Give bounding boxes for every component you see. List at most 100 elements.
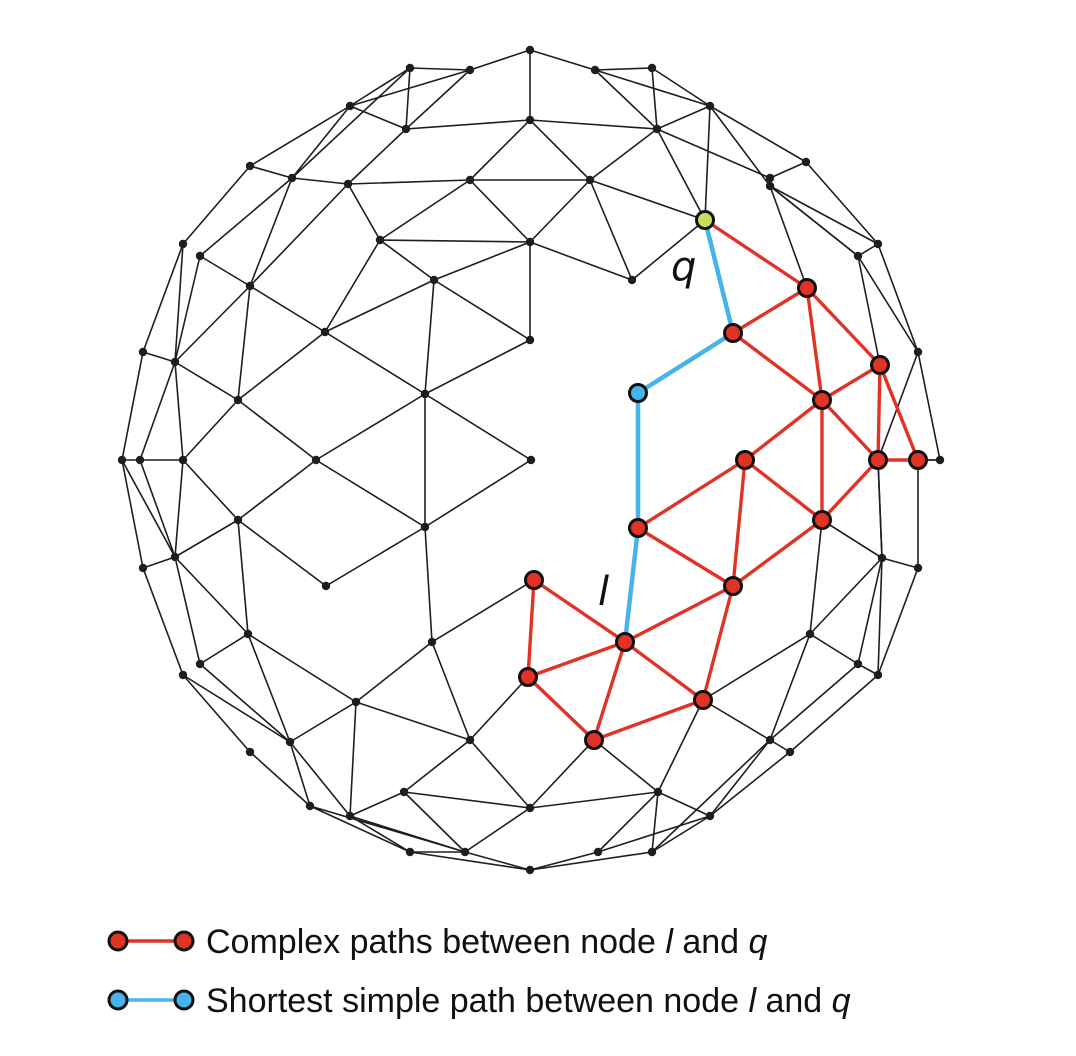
mesh-node bbox=[853, 659, 863, 669]
mesh-edge bbox=[529, 739, 595, 809]
mesh-edge bbox=[589, 128, 658, 181]
complex-path-edge bbox=[623, 584, 735, 644]
mesh-edge bbox=[379, 179, 471, 241]
mesh-edge bbox=[651, 67, 711, 107]
mesh-edge bbox=[199, 663, 291, 743]
mesh-edge bbox=[769, 185, 879, 245]
mesh-node bbox=[243, 629, 253, 639]
mesh-edge bbox=[199, 255, 251, 287]
mesh-edge bbox=[857, 557, 883, 665]
mesh-node bbox=[765, 735, 775, 745]
mesh-node bbox=[170, 552, 180, 562]
mesh-node bbox=[138, 563, 148, 573]
mesh-node bbox=[801, 157, 811, 167]
complex-path-edge bbox=[731, 458, 747, 588]
mesh-node bbox=[913, 563, 923, 573]
mesh-node bbox=[525, 115, 535, 125]
mesh-edge bbox=[315, 393, 426, 461]
mesh-edge bbox=[464, 851, 531, 871]
mesh-node bbox=[593, 847, 603, 857]
mesh-edge bbox=[324, 279, 435, 333]
mesh-node bbox=[465, 65, 475, 75]
complex-path-node bbox=[615, 632, 635, 652]
mesh-node bbox=[465, 735, 475, 745]
mesh-edge bbox=[249, 751, 311, 807]
mesh-edge bbox=[424, 526, 433, 643]
mesh-edge bbox=[651, 67, 658, 130]
mesh-edge bbox=[237, 331, 326, 401]
mesh-node bbox=[178, 670, 188, 680]
mesh-node bbox=[653, 787, 663, 797]
mesh-edge bbox=[805, 161, 879, 245]
mesh-node bbox=[465, 175, 475, 185]
complex-path-node bbox=[868, 450, 888, 470]
complex-path-edge bbox=[743, 458, 824, 522]
mesh-node bbox=[305, 801, 315, 811]
mesh-edge bbox=[237, 285, 251, 401]
complex-path-edge bbox=[636, 526, 735, 588]
complex-path-edge bbox=[820, 458, 880, 522]
mesh-edge bbox=[424, 459, 532, 528]
mesh-edge bbox=[769, 663, 859, 741]
mesh-edge bbox=[657, 791, 711, 817]
legend-shortest-label: Shortest simple path between node l and … bbox=[206, 982, 851, 1020]
mesh-node bbox=[647, 847, 657, 857]
mesh-node bbox=[399, 787, 409, 797]
mesh-edge bbox=[594, 69, 658, 130]
node-l bbox=[628, 383, 648, 403]
mesh-edge bbox=[349, 815, 411, 853]
complex-path-edge bbox=[592, 640, 627, 742]
mesh-node bbox=[877, 553, 887, 563]
mesh-edge bbox=[249, 165, 293, 179]
mesh-edge bbox=[917, 351, 941, 461]
mesh-edge bbox=[589, 179, 633, 281]
complex-path-edge bbox=[526, 675, 596, 742]
mesh-edge bbox=[789, 674, 879, 753]
mesh-edge bbox=[433, 241, 531, 281]
mesh-edge bbox=[821, 519, 883, 559]
complex-path-edge bbox=[526, 578, 536, 679]
mesh-edge bbox=[142, 351, 176, 363]
mesh-edge bbox=[347, 128, 407, 185]
legend-shortest-swatch-node-a bbox=[107, 989, 129, 1011]
mesh-edge bbox=[589, 179, 706, 221]
mesh-edge bbox=[529, 179, 591, 243]
mesh-edge bbox=[702, 699, 771, 741]
node-label-q: q bbox=[671, 244, 696, 290]
complex-path-edge bbox=[878, 363, 920, 462]
mesh-edge bbox=[529, 851, 653, 871]
mesh-edge bbox=[324, 239, 381, 333]
mesh-node bbox=[178, 239, 188, 249]
mesh-edge bbox=[464, 807, 531, 853]
mesh-edge bbox=[709, 105, 771, 187]
complex-path-node bbox=[524, 570, 544, 590]
mesh-edge bbox=[656, 105, 711, 130]
complex-path-edge bbox=[820, 398, 880, 462]
mesh-edge bbox=[309, 805, 411, 853]
mesh-node bbox=[525, 237, 535, 247]
mesh-edge bbox=[379, 239, 531, 243]
complex-path-edge bbox=[743, 398, 824, 462]
complex-path-edge bbox=[623, 640, 705, 702]
mesh-edge bbox=[709, 751, 791, 817]
mesh-edge bbox=[704, 105, 711, 221]
mesh-node bbox=[647, 63, 657, 73]
mesh-edge bbox=[139, 459, 176, 558]
mesh-edge bbox=[237, 459, 317, 521]
complex-path-node bbox=[908, 450, 928, 470]
mesh-node bbox=[233, 395, 243, 405]
mesh-node bbox=[765, 181, 775, 191]
mesh-edge bbox=[631, 219, 706, 281]
complex-path-node bbox=[735, 450, 755, 470]
mesh-node bbox=[913, 347, 923, 357]
mesh-node bbox=[427, 637, 437, 647]
mesh-edge bbox=[174, 285, 251, 363]
mesh-node bbox=[178, 455, 188, 465]
mesh-edge bbox=[709, 105, 807, 163]
mesh-edge bbox=[469, 676, 529, 741]
mesh-edge bbox=[702, 633, 811, 701]
mesh-edge bbox=[469, 179, 531, 243]
mesh-edge bbox=[403, 791, 531, 809]
mesh-edge bbox=[315, 459, 426, 528]
